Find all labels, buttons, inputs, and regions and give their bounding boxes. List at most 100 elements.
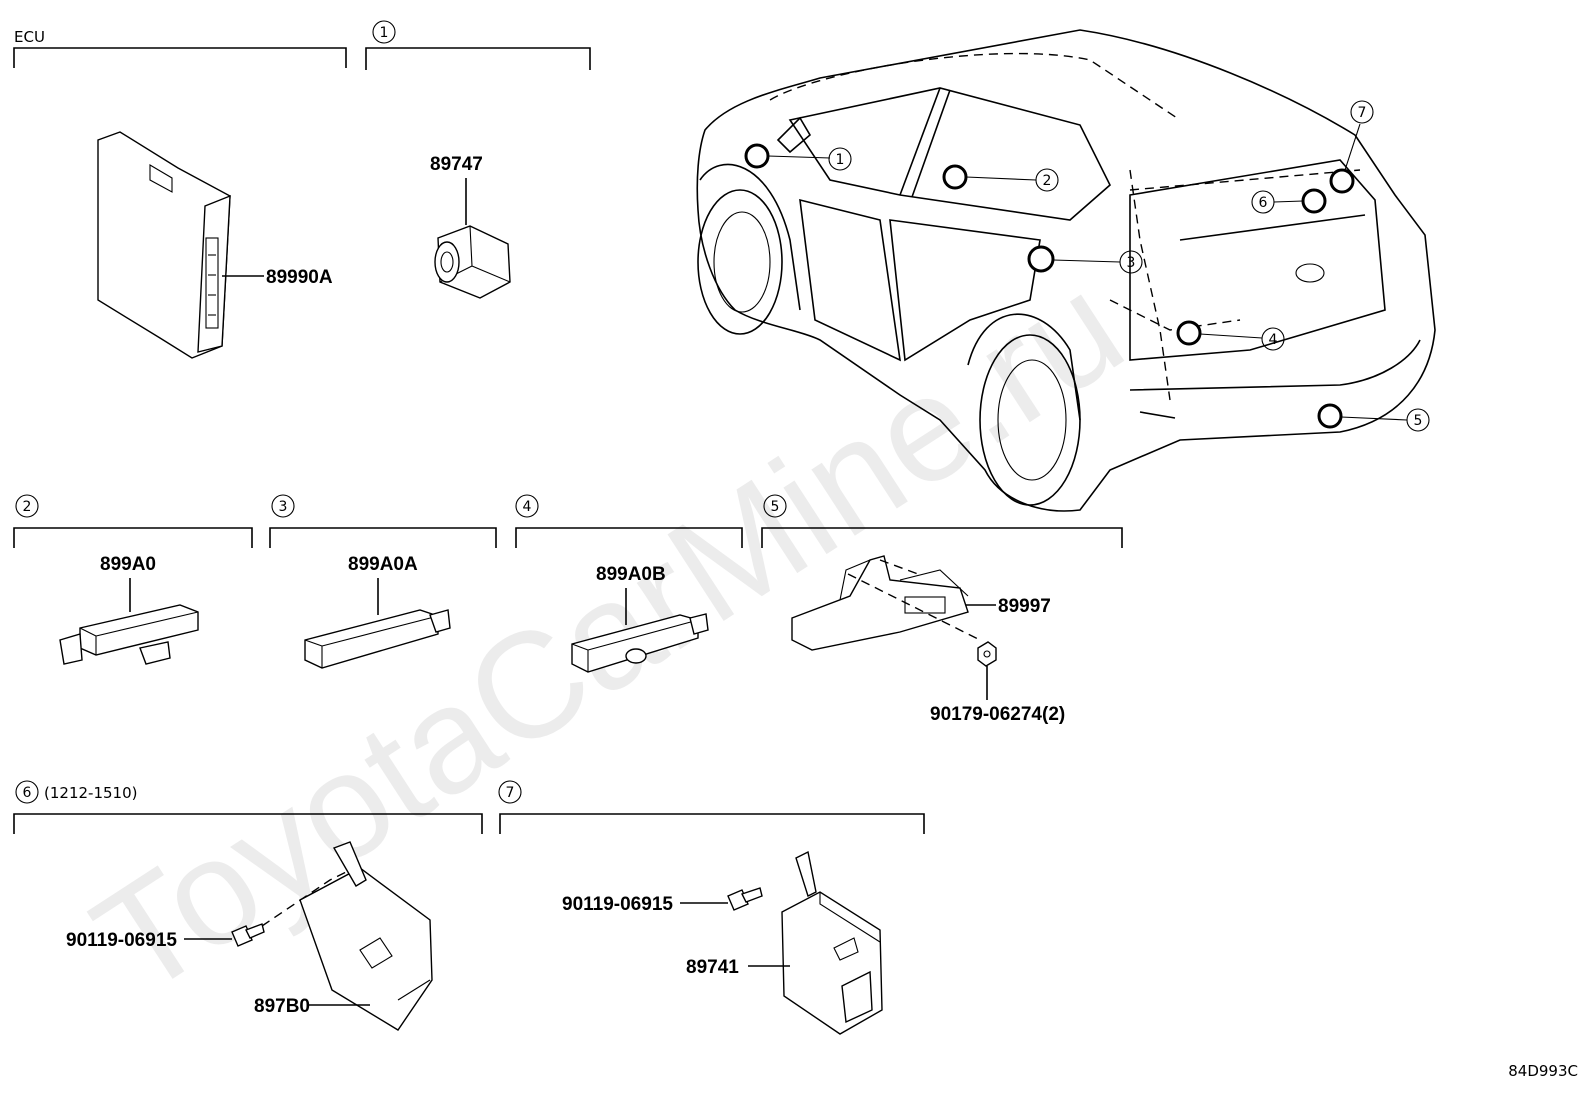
front-door — [799, 198, 902, 362]
tailgate-dash — [1129, 169, 1361, 191]
callout-leader-7 — [1344, 123, 1361, 171]
callout-number-4: 4 — [1269, 332, 1278, 348]
group-ecu-title: ECU — [14, 28, 45, 46]
vehicle-illustration: 1 2 3 4 5 6 7 — [696, 29, 1436, 512]
emblem — [1295, 263, 1325, 283]
part-label-897B0[interactable]: 897B0 — [254, 996, 310, 1017]
callout-circle-7 — [1350, 100, 1374, 124]
part-label-899A0B[interactable]: 899A0B — [596, 564, 666, 585]
rear-pillar-dash — [1129, 169, 1171, 401]
callout-leader-5 — [1340, 416, 1408, 421]
group-ecu-bracket — [13, 47, 347, 68]
group-3: 3 899A0A — [269, 494, 497, 669]
roof-interior-dash — [769, 52, 1181, 121]
group-3-number: 3 — [279, 499, 288, 515]
car-location-2 — [942, 164, 968, 190]
car-location-5 — [1317, 403, 1343, 429]
antenna-899A0B-part[interactable] — [571, 613, 709, 673]
bolt-path-dash-g6 — [261, 869, 351, 927]
ecu-module-part[interactable] — [97, 131, 231, 359]
tailgate-window-line — [1179, 214, 1366, 241]
group-6-number-circle — [15, 780, 39, 804]
front-wheel — [697, 189, 783, 335]
module-897B0-part[interactable] — [299, 841, 433, 1031]
callout-leader-4 — [1199, 333, 1263, 339]
callout-number-6: 6 — [1259, 195, 1268, 211]
part-label-90179-06274[interactable]: 90179-06274(2) — [930, 704, 1065, 725]
bracket-89997-part[interactable] — [791, 555, 969, 651]
group-1-bracket — [365, 47, 591, 70]
group-5-number: 5 — [771, 499, 780, 515]
callout-circle-2 — [1035, 168, 1059, 192]
callout-number-1: 1 — [836, 152, 845, 168]
callout-circle-4 — [1261, 327, 1285, 351]
car-body-outline — [696, 29, 1436, 512]
part-label-89990A[interactable]: 89990A — [266, 267, 333, 288]
nut-part[interactable] — [977, 641, 997, 667]
group-2-bracket — [13, 527, 253, 548]
group-4: 4 899A0B — [515, 494, 743, 673]
rear-door — [889, 219, 1041, 362]
front-wheel-rim — [713, 211, 771, 313]
group-7-bracket — [499, 813, 925, 834]
part-label-90119-06915-g7[interactable]: 90119-06915 — [562, 894, 673, 915]
group-7-number: 7 — [506, 785, 515, 801]
part-label-899A0A[interactable]: 899A0A — [348, 554, 418, 575]
part-label-89741[interactable]: 89741 — [686, 957, 739, 978]
bolt-path-dash-b — [879, 559, 919, 575]
group-6-number: 6 — [23, 785, 32, 801]
car-location-4 — [1176, 320, 1202, 346]
car-location-6 — [1301, 188, 1327, 214]
front-wheel-arch — [699, 163, 801, 311]
part-label-89997[interactable]: 89997 — [998, 596, 1051, 617]
callout-number-3: 3 — [1127, 255, 1136, 271]
callout-number-5: 5 — [1414, 413, 1423, 429]
side-mirror — [776, 116, 812, 154]
group-6-bracket — [13, 813, 483, 834]
group-5-number-circle — [763, 494, 787, 518]
side-windows — [788, 87, 1111, 221]
callout-number-2: 2 — [1043, 173, 1052, 189]
callout-number-7: 7 — [1358, 105, 1367, 121]
callout-leader-1 — [767, 155, 831, 159]
group-7: 7 90119-06915 89741 — [498, 780, 925, 1035]
antenna-899A0A-part[interactable] — [304, 609, 451, 669]
group-2: 2 899A0 — [13, 494, 253, 665]
module-89741-part[interactable] — [781, 850, 883, 1035]
group-ecu: ECU 89990A — [13, 28, 347, 359]
car-location-3 — [1027, 245, 1055, 273]
group-2-number-circle — [15, 494, 39, 518]
group-5: 5 89997 90179-06274(2) — [761, 494, 1123, 725]
part-label-89747[interactable]: 89747 — [430, 154, 483, 175]
callout-leader-2 — [965, 176, 1037, 181]
callout-circle-1 — [828, 147, 852, 171]
bolt-path-dash-a — [847, 573, 981, 641]
group-1: 1 89747 — [365, 20, 591, 299]
group-6: 6 (1212-1510) 90119-06915 897B0 — [13, 780, 483, 1031]
bolt-g7-part[interactable] — [727, 887, 763, 911]
car-location-7 — [1329, 168, 1355, 194]
group-1-number-circle — [372, 20, 396, 44]
rear-bumper — [1129, 339, 1421, 391]
group-4-number-circle — [515, 494, 539, 518]
antenna-899A0-part[interactable] — [59, 604, 199, 665]
group-1-number: 1 — [380, 25, 389, 41]
bolt-g6-part[interactable] — [231, 923, 265, 947]
group-3-bracket — [269, 527, 497, 548]
group-3-number-circle — [271, 494, 295, 518]
part-label-90119-06915-g6[interactable]: 90119-06915 — [66, 930, 177, 951]
part-label-899A0[interactable]: 899A0 — [100, 554, 156, 575]
group-2-number: 2 — [23, 499, 32, 515]
b-pillar-inner — [911, 89, 951, 198]
group-4-number: 4 — [523, 499, 532, 515]
rear-reflector — [1139, 411, 1176, 419]
group-7-number-circle — [498, 780, 522, 804]
callout-circle-6 — [1251, 190, 1275, 214]
car-location-1 — [744, 143, 770, 169]
callout-leader-3 — [1052, 259, 1121, 263]
tailgate — [1129, 159, 1386, 361]
diagram-code: 84D993C — [1508, 1062, 1578, 1080]
b-pillar — [899, 87, 941, 196]
buzzer-part[interactable] — [434, 225, 511, 299]
